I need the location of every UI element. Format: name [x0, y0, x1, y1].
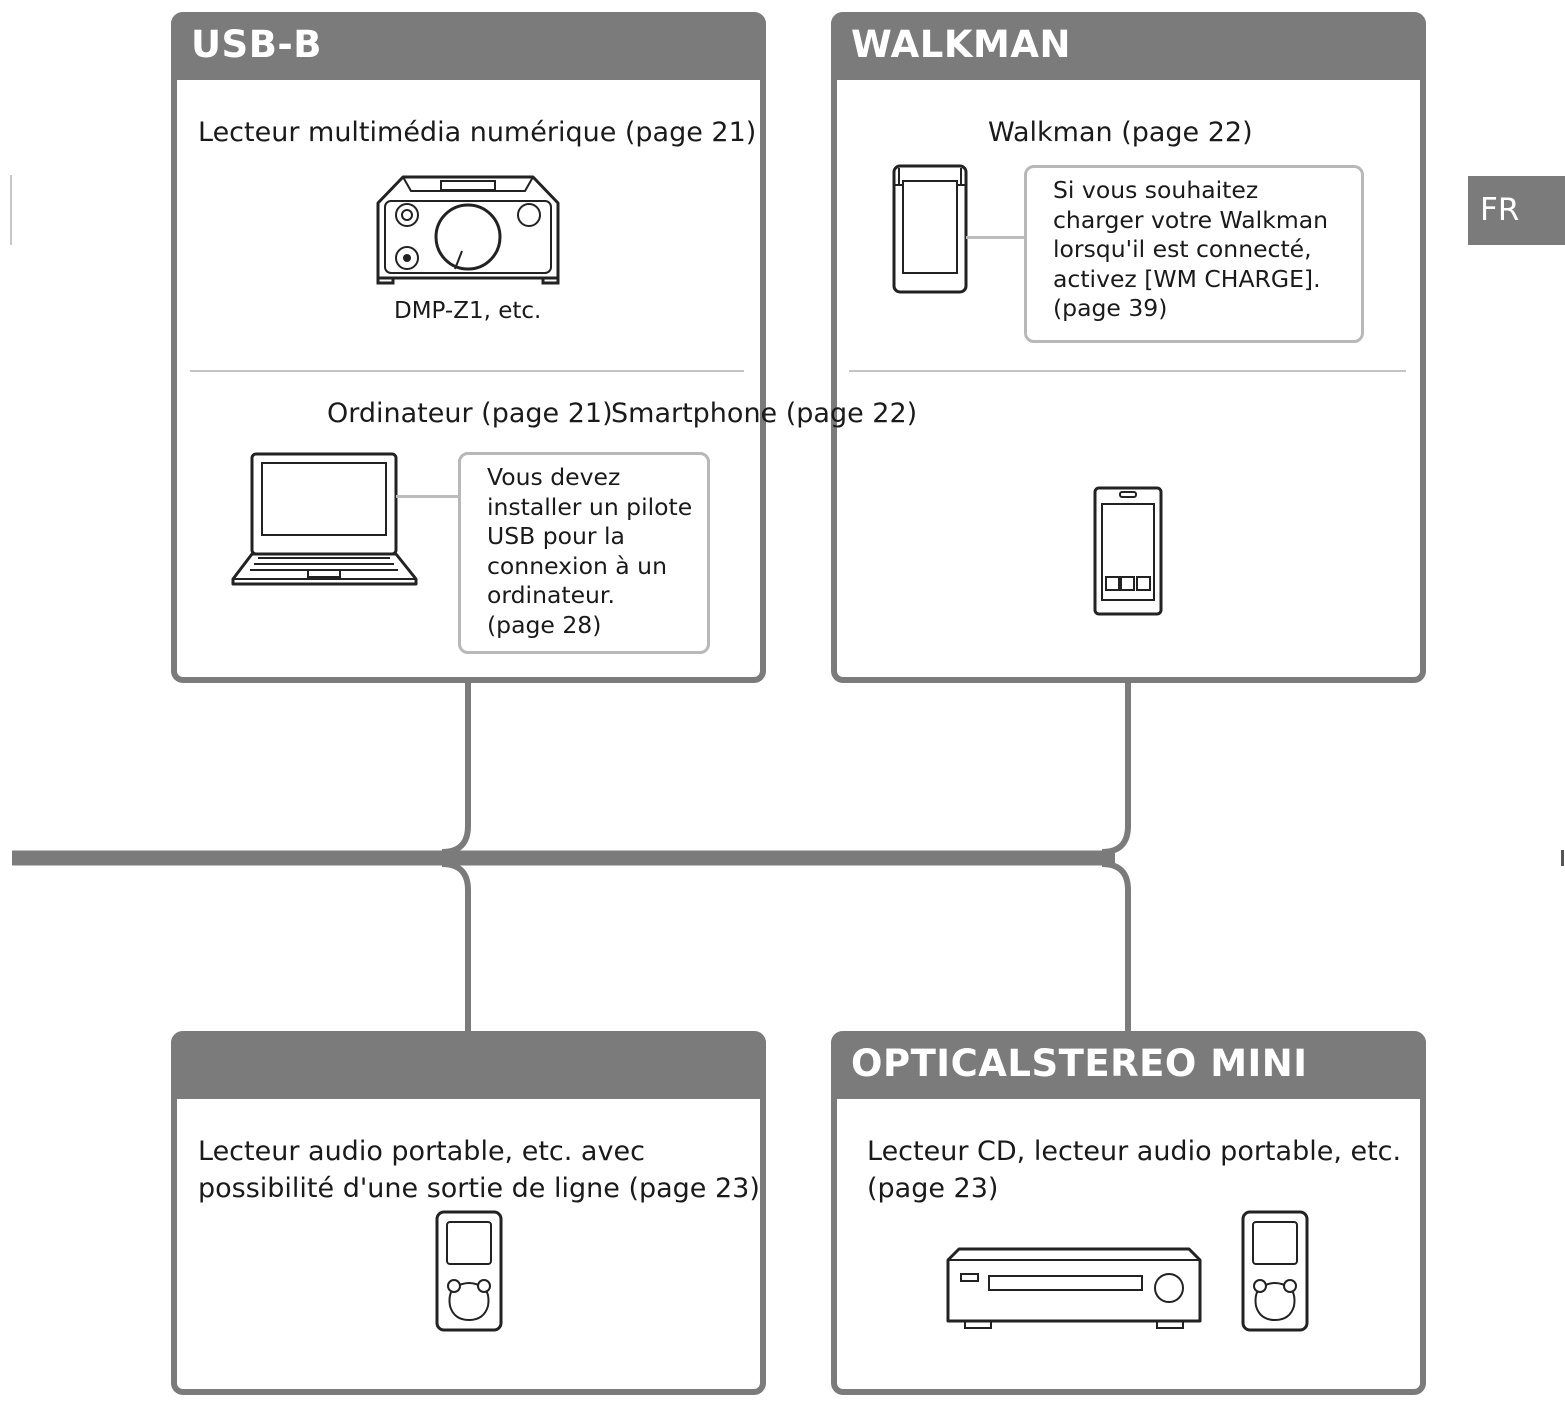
optical-connector [1101, 861, 1131, 1031]
walkman-divider [849, 370, 1406, 372]
computer-caption: Ordinateur (page 21) [327, 398, 613, 429]
optical-stereo-mini-header: OPTICALSTEREO MINI [831, 1031, 1426, 1099]
language-tab[interactable]: FR [1468, 176, 1565, 245]
line-in-caption-line2: possibilité d'une sortie de ligne (page … [198, 1173, 760, 1204]
computer-driver-note: Vous devez installer un pilote USB pour … [458, 452, 710, 654]
optical-caption-line2: (page 23) [867, 1173, 999, 1204]
portable-audio-player-icon-2 [1241, 1210, 1309, 1332]
walkman-connector [1101, 683, 1131, 855]
computer-note-connector [396, 495, 460, 498]
digital-media-player-icon [376, 175, 560, 285]
left-edge-mark [10, 175, 12, 245]
usb-b-divider [190, 370, 744, 372]
walkman-caption: Walkman (page 22) [988, 117, 1253, 148]
walkman-note-connector [966, 236, 1026, 239]
optical-caption-line1: Lecteur CD, lecteur audio portable, etc. [867, 1136, 1402, 1167]
dmp-model-label: DMP-Z1, etc. [394, 298, 542, 324]
line-in-connector [441, 861, 471, 1031]
usb-b-header: USB-B [171, 12, 766, 80]
line-in-caption-line1: Lecteur audio portable, etc. avec [198, 1136, 645, 1167]
line-in-header [171, 1031, 766, 1099]
portable-audio-player-icon [435, 1210, 503, 1332]
smartphone-icon [1093, 486, 1163, 616]
walkman-header: WALKMAN [831, 12, 1426, 80]
usb-b-connector [441, 683, 471, 855]
dmp-caption: Lecteur multimédia numérique (page 21) [198, 117, 757, 148]
walkman-panel: WALKMAN [831, 12, 1426, 683]
walkman-charge-note: Si vous souhaitez charger votre Walkman … [1024, 165, 1364, 343]
walkman-device-icon [892, 164, 968, 294]
optical-stereo-mini-panel: OPTICALSTEREO MINI [831, 1031, 1426, 1395]
right-edge-mark [1561, 850, 1564, 866]
smartphone-caption: Smartphone (page 22) [611, 398, 918, 429]
cd-player-icon [946, 1247, 1202, 1329]
laptop-icon [231, 452, 418, 586]
